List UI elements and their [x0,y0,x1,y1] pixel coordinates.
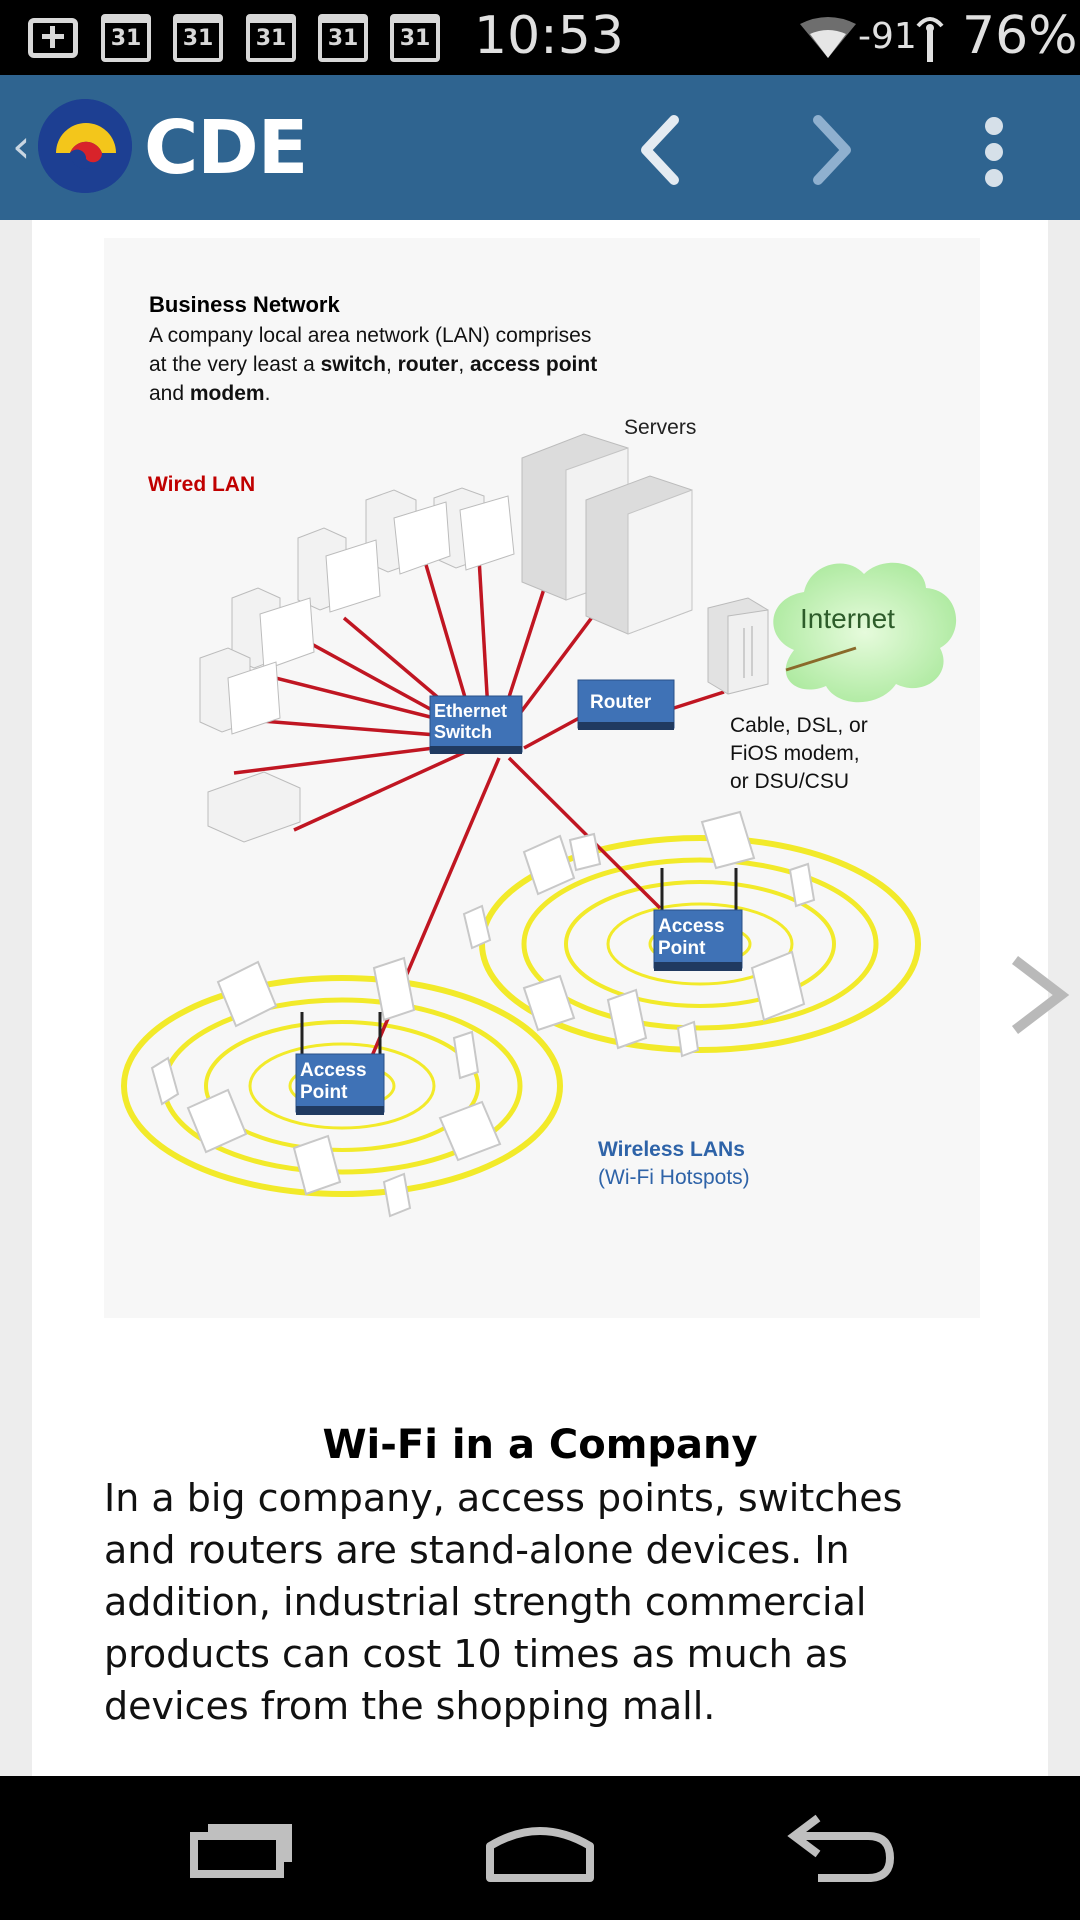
diagram-intro-line3: and modem. [149,382,270,405]
content-card: Business Network A company local area ne… [32,220,1048,1776]
internet-cloud: Internet [773,562,957,703]
next-slide-arrow-icon[interactable] [1003,950,1075,1040]
diagram-heading: Business Network [149,292,340,317]
overflow-menu-icon[interactable] [975,117,1015,187]
battery-level: 76% [962,6,1078,66]
diagram-intro-line2: at the very least a switch, router, acce… [149,353,597,376]
back-icon[interactable] [778,1806,898,1890]
desktop-computers [199,487,515,843]
add-notification-icon [28,18,78,58]
access-point-left: Access Point [295,1012,385,1115]
wireless-laptops [150,810,816,1218]
wifi-icon [800,17,856,58]
recent-apps-icon[interactable] [180,1806,300,1890]
wifi-hotspots-label: (Wi-Fi Hotspots) [598,1166,750,1189]
caption-body: In a big company, access points, switche… [104,1476,903,1728]
modem-label-line3: or DSU/CSU [730,770,849,793]
calendar-notification-icon: 31 [173,14,223,62]
internet-label: Internet [800,603,895,634]
calendar-notification-icon: 31 [390,14,440,62]
next-page-icon[interactable] [790,110,870,190]
wireless-lans-label: Wireless LANs [598,1138,745,1161]
ap-left-label-line1: Access [300,1060,367,1081]
ap-left-label-line2: Point [300,1082,348,1103]
router-device: Router [577,679,675,730]
server-towers [521,433,693,635]
calendar-notification-icon: 31 [101,14,151,62]
modem-device [707,597,769,695]
wired-lan-label: Wired LAN [148,473,255,496]
business-network-diagram: Business Network A company local area ne… [104,238,980,1318]
ethernet-switch: Ethernet Switch [429,695,523,754]
home-icon[interactable] [480,1806,600,1890]
clock: 10:53 [474,6,624,66]
modem-label-line2: FiOS modem, [730,742,860,765]
switch-label-line1: Ethernet [434,701,507,721]
diagram-intro-line1: A company local area network (LAN) compr… [149,324,591,347]
modem-label-line1: Cable, DSL, or [730,714,868,737]
access-point-right: Access Point [653,868,743,971]
caption-title: Wi-Fi in a Company [322,1422,758,1468]
router-label: Router [590,692,652,713]
status-bar: 31 31 31 31 31 10:53 -91 76% [0,0,1080,75]
app-logo[interactable] [38,99,132,193]
system-nav-bar [0,1776,1080,1920]
back-caret-icon[interactable]: ‹ [12,119,31,173]
app-title: CDE [144,105,308,191]
calendar-notification-icon: 31 [318,14,368,62]
signal-strength: -91 [858,16,917,57]
ap-right-label-line2: Point [658,938,706,959]
cell-signal-icon [916,17,944,62]
prev-page-icon[interactable] [622,110,702,190]
switch-label-line2: Switch [434,722,492,742]
app-bar: ‹ CDE [0,75,1080,220]
calendar-notification-icon: 31 [246,14,296,62]
ap-right-label-line1: Access [658,916,725,937]
servers-label: Servers [624,416,696,439]
